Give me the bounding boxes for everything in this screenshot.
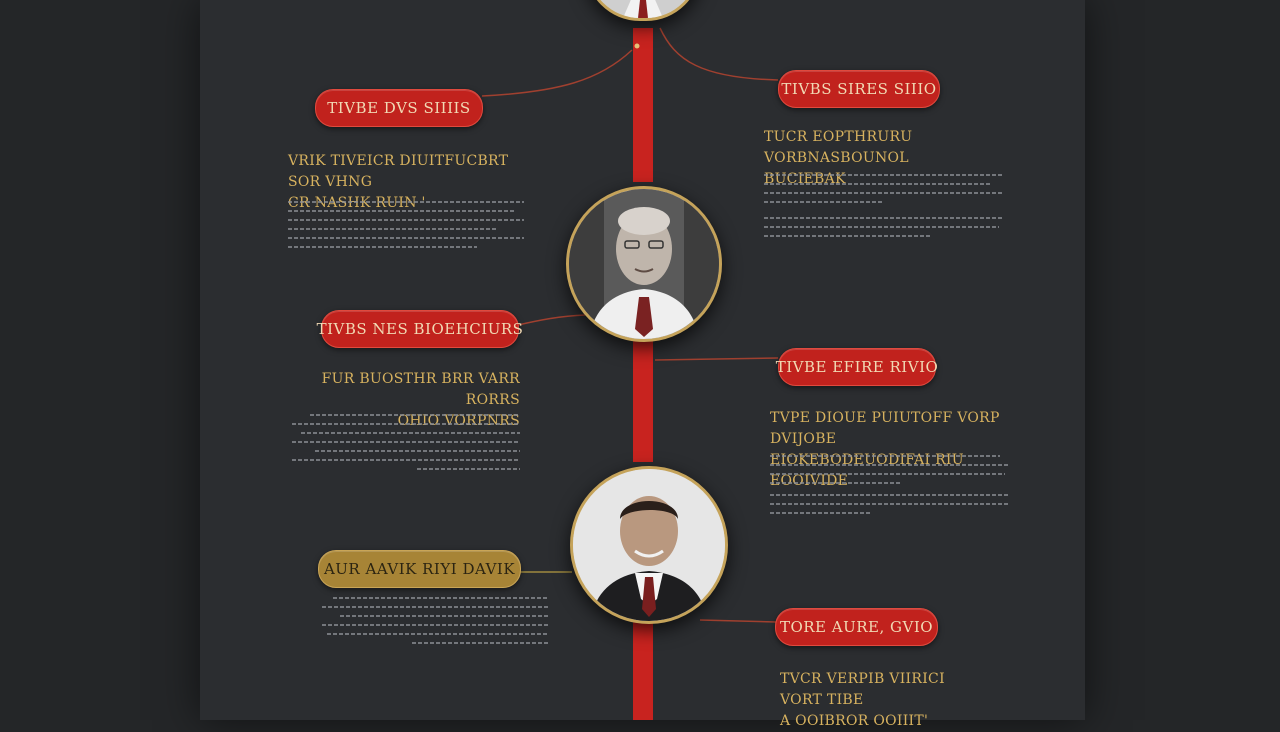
- timeline-label-6[interactable]: TORE AURE, GVIO: [775, 608, 938, 646]
- timeline-spine-bottom: [633, 622, 653, 720]
- body-text-2: [764, 174, 1004, 244]
- timeline-heading-1: VRIK TIVEICR DIUITFUCBRT SOR VHNG CR NAS…: [288, 153, 509, 211]
- timeline-label-5[interactable]: AUR AAVIK RIYI DAVIK: [318, 550, 521, 588]
- timeline-label-4[interactable]: TIVBE EFIRE RIVIO: [776, 348, 938, 386]
- timeline-heading-3: FUR BUOSTHR BRR VARR RORRS OHIO VORPNRS: [321, 371, 520, 429]
- timeline-label-3[interactable]: TIVBS NES BIOEHCIURS: [317, 310, 523, 348]
- timeline-label-2[interactable]: TIVBS SIRES SIIIO: [778, 70, 940, 108]
- body-text-1: [288, 201, 524, 255]
- timeline-label-1[interactable]: TIVBE DVS SIIIIS: [315, 89, 483, 127]
- body-text-4: [770, 455, 1010, 521]
- timeline-heading-6: TVCR VERPIB VIIRICI VORT TIBE A OOIBROR …: [780, 671, 945, 729]
- body-text-5: [322, 597, 548, 651]
- portrait-dark-hair-man: [570, 466, 728, 624]
- body-text-3: [292, 414, 520, 477]
- portrait-bald-man: [566, 186, 722, 342]
- person-photo-icon: [573, 469, 725, 621]
- timeline-spine-middle: [633, 340, 653, 462]
- person-photo-icon: [569, 189, 719, 339]
- timeline-spine-top: [633, 28, 653, 182]
